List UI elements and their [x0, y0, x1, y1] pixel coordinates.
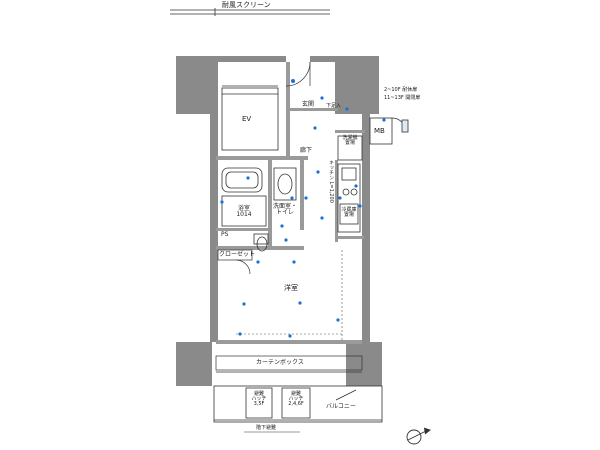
shoe-box-label: 下足入 [326, 103, 342, 109]
laundry-label: 洗濯機 置場 [342, 135, 358, 146]
top-screen-label: 耐風スクリーン [222, 1, 271, 9]
curtain-box-label: カーテンボックス [256, 359, 304, 366]
closet-label: クローゼット [219, 251, 256, 258]
fixture-dots [220, 79, 386, 338]
ev-label: EV [242, 115, 252, 123]
door-note-1: 2~10F 耐休扉 [384, 87, 418, 93]
western-room-label: 洋室 [284, 284, 298, 292]
closet [217, 249, 253, 275]
washroom-label: 洗面室・ トイレ [272, 203, 297, 216]
kitchen-label: キッチン L=1,200 [328, 160, 334, 203]
bottom-note: 階下避難 [256, 425, 277, 431]
balcony-label: バルコニー [326, 403, 356, 410]
mb-box [369, 117, 409, 145]
hatch-1-label: 避難 ハッチ 3,5F [251, 391, 267, 407]
corridor-label: 廊下 [300, 147, 313, 154]
interior-walls [216, 62, 365, 344]
top-screen-line [170, 8, 330, 16]
kitchen-counter [337, 163, 361, 233]
compass-icon [406, 427, 431, 445]
room-dashed [236, 250, 343, 340]
elevator-shaft [221, 85, 279, 151]
wash-fixtures [253, 167, 297, 252]
entrance-door [285, 61, 311, 87]
bath-label: 浴室 1014 [236, 205, 252, 218]
structural-columns [176, 56, 382, 386]
door-note-2: 11~13F 開閉扉 [384, 95, 421, 101]
fridge-label: 冷蔵庫 置場 [341, 207, 357, 218]
balcony [213, 385, 383, 423]
ps-label: PS [221, 231, 229, 238]
curtain-box [215, 355, 363, 373]
hatch-2-label: 避難 ハッチ 2,4,6F [288, 391, 304, 407]
entrance-label: 玄関 [302, 101, 315, 108]
laundry [337, 135, 363, 161]
exterior-walls [210, 56, 370, 345]
mb-label: MB [374, 127, 385, 135]
bathtub [221, 167, 267, 227]
